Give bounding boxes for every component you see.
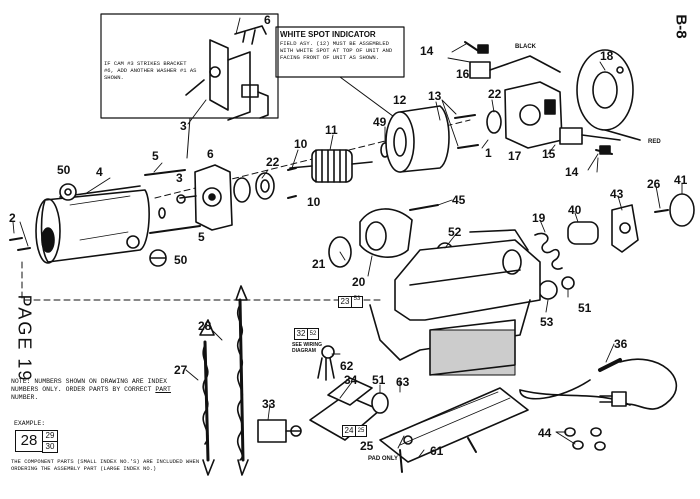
inset-leader	[186, 117, 191, 159]
tag-53: 53	[351, 296, 363, 308]
note-text-1: NOTE: NUMBERS SHOWN ON DRAWING ARE INDEX…	[11, 378, 168, 393]
armature-drawing	[289, 149, 373, 183]
tag-23: 23	[338, 296, 352, 308]
callout-10b: 10	[307, 195, 321, 209]
callout-5: 5	[152, 149, 159, 163]
callout-51b: 51	[372, 373, 386, 387]
callout-13: 13	[428, 89, 442, 103]
callout-41: 41	[674, 173, 688, 187]
black-wire-label: BLACK	[515, 44, 536, 50]
tag-52: 52	[307, 328, 319, 340]
motor-housing-drawing	[35, 185, 150, 264]
callout-26: 26	[647, 177, 661, 191]
example-label: EXAMPLE:	[14, 420, 46, 427]
field-assembly-drawing	[385, 105, 450, 173]
callout-36: 36	[614, 337, 628, 351]
white-spot-title: WHITE SPOT INDICATOR	[280, 30, 376, 39]
callout-14b: 14	[565, 165, 579, 179]
pad-only-label: PAD ONLY	[368, 456, 399, 462]
callout-49: 49	[373, 115, 387, 129]
tag-24: 24	[342, 425, 356, 437]
pad-plate-drawing	[379, 387, 529, 463]
end-plate-drawing	[576, 49, 641, 141]
callout-61: 61	[430, 444, 444, 458]
callout-28: 28	[198, 319, 212, 333]
callout-12: 12	[393, 93, 407, 107]
example-note: THE COMPONENT PARTS (SMALL INDEX NO.'S) …	[11, 458, 200, 472]
callout-27: 27	[174, 363, 188, 377]
inset-callout-3: 3	[180, 119, 187, 133]
callout-43: 43	[610, 187, 624, 201]
callout-50: 50	[57, 163, 71, 177]
callout-50b: 50	[174, 253, 188, 267]
callout-5b: 5	[198, 230, 205, 244]
example-small-index-bottom: 30	[42, 441, 58, 453]
spring-27-28	[199, 285, 249, 476]
example-large-index: 28	[15, 430, 43, 452]
bracket-drawing	[176, 164, 233, 231]
callout-17: 17	[508, 149, 522, 163]
callout-44: 44	[538, 426, 552, 440]
red-wire-label: RED	[648, 139, 661, 145]
callout-34: 34	[344, 373, 358, 387]
inset-note: IF CAM #3 STRIKES BRACKET #6, ADD ANOTHE…	[104, 60, 197, 81]
tag-32: 32	[294, 328, 308, 340]
inset-bracket-drawing	[185, 25, 269, 121]
cap-41	[669, 193, 695, 227]
spring-19	[534, 232, 563, 270]
assembly-guide-line	[21, 261, 381, 301]
callout-52: 52	[448, 225, 462, 239]
callout-1: 1	[485, 146, 492, 160]
note-underlined: PART	[155, 386, 171, 393]
callout-22: 22	[266, 155, 280, 169]
callout-63: 63	[396, 375, 410, 389]
inset-callout-6: 6	[264, 13, 271, 27]
tag-25: 25	[355, 425, 367, 437]
callout-21: 21	[312, 257, 326, 271]
callout-51: 51	[578, 301, 592, 315]
callout-20: 20	[352, 275, 366, 289]
nose-cover-20	[359, 208, 413, 258]
callout-3: 3	[176, 171, 183, 185]
callout-33: 33	[262, 397, 276, 411]
callout-62: 62	[340, 359, 354, 373]
callout-15: 15	[542, 147, 556, 161]
brush-holder-drawing	[464, 41, 563, 149]
callout-22b: 22	[488, 87, 502, 101]
gasket-21	[328, 236, 352, 268]
callout-19: 19	[532, 211, 546, 225]
callout-2: 2	[9, 211, 16, 225]
white-spot-body: FIELD ASY. (12) MUST BE ASSEMBLED WITH W…	[280, 40, 393, 61]
callout-45: 45	[452, 193, 466, 207]
spacer-40	[567, 221, 599, 245]
callout-4: 4	[96, 165, 103, 179]
connectors-44	[564, 427, 606, 451]
see-wiring-label: SEE WIRING DIAGRAM	[292, 342, 323, 354]
side-page-label: PAGE 19	[14, 294, 35, 383]
callout-18: 18	[600, 49, 614, 63]
callout-25: 25	[360, 439, 374, 453]
callout-14: 14	[420, 44, 434, 58]
callout-10: 10	[294, 137, 308, 151]
callout-40: 40	[568, 203, 582, 217]
cord-36	[519, 358, 677, 410]
callout-6: 6	[207, 147, 214, 161]
callout-11: 11	[325, 123, 338, 137]
base-housing-drawing	[369, 229, 541, 376]
note-text-2: NUMBER.	[11, 394, 39, 401]
page-code: B-8	[672, 14, 690, 39]
switch-33	[257, 419, 302, 443]
parts-note: NOTE: NUMBERS SHOWN ON DRAWING ARE INDEX…	[11, 378, 191, 402]
callout-53: 53	[540, 315, 554, 329]
callout-16: 16	[456, 67, 470, 81]
callout-numbers: 2 4 50 5 3 6 22 10 10 11 49 12 13 22 1 1…	[9, 13, 688, 458]
knob-43	[611, 204, 639, 253]
